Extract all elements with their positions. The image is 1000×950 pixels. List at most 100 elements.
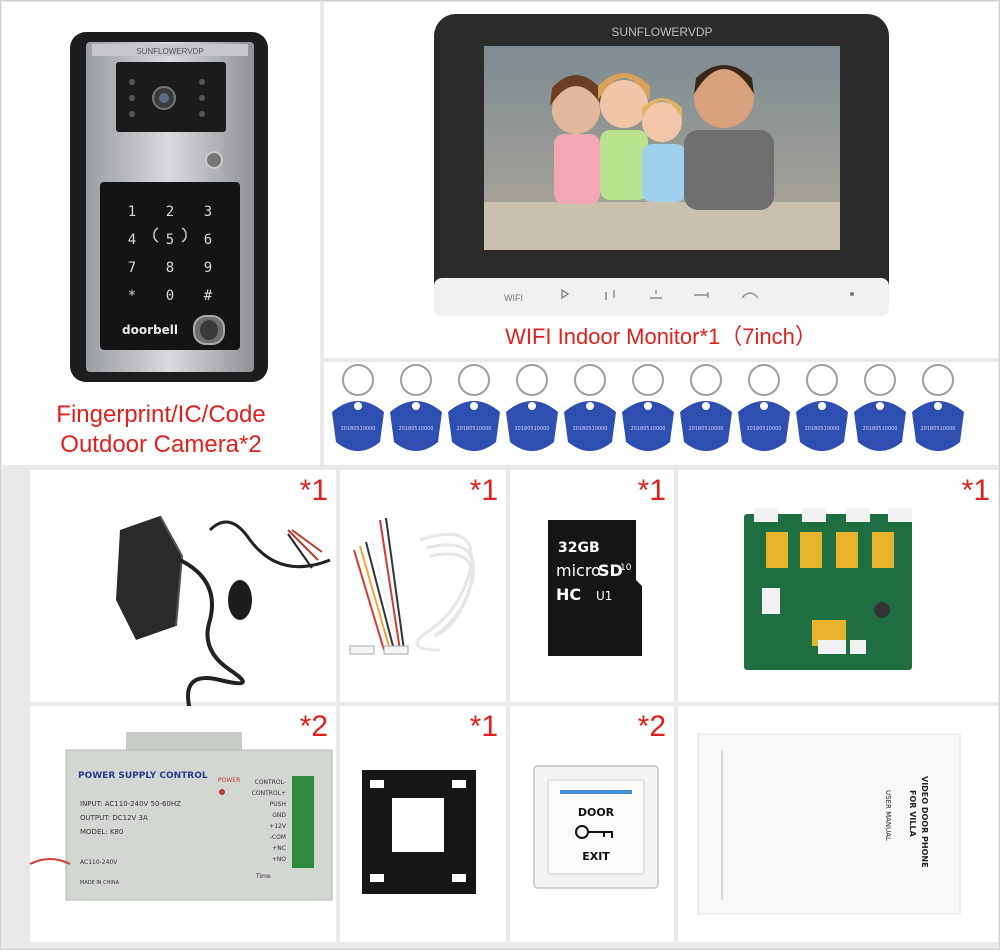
relay-board-cell: *1 bbox=[678, 470, 998, 702]
exit-button-image: DOOR EXIT bbox=[533, 765, 659, 889]
psu-terminal-label: -COM bbox=[270, 834, 286, 841]
sd-micro-label: micro bbox=[556, 561, 601, 580]
power-adapter-image bbox=[116, 515, 331, 711]
rfid-tag-text: 20180510000 bbox=[747, 426, 782, 432]
keypad bbox=[100, 182, 240, 350]
doorbell-logo: doorbell bbox=[122, 323, 178, 337]
camera-brand: SUNFLOWERVDP bbox=[136, 47, 203, 56]
rfid-tag-text: 20180510000 bbox=[341, 426, 376, 432]
bracket-cell: *1 bbox=[340, 706, 506, 942]
key-1: 1 bbox=[128, 204, 136, 220]
psu-terminal-label: GND bbox=[272, 812, 286, 819]
key-9: 9 bbox=[204, 260, 212, 276]
rfid-tag-text: 20180510000 bbox=[515, 426, 550, 432]
sd-hc-logo: HC bbox=[556, 585, 581, 604]
power-supply-multiplier: *2 bbox=[299, 710, 328, 743]
rfid-tag: 20180510000 bbox=[390, 364, 442, 451]
key-0: 0 bbox=[166, 288, 174, 304]
psu-made-in: MADE IN CHINA bbox=[80, 880, 120, 886]
cables-multiplier: *1 bbox=[469, 474, 498, 507]
rfid-tags-image: 20180510000 20180510000 20180510000 2018051… bbox=[332, 364, 964, 451]
micro-sd-card-image: 32GB micro SD HC U1 10 bbox=[548, 520, 642, 656]
sd-logo: SD bbox=[598, 561, 623, 580]
rfid-tag-text: 20180510000 bbox=[573, 426, 608, 432]
adapter-cell: *1 bbox=[30, 470, 336, 711]
manual-cell: VIDEO DOOR PHONE FOR VILLA USER MANUAL bbox=[678, 706, 998, 942]
bracket-multiplier: *1 bbox=[469, 710, 498, 743]
call-button bbox=[205, 151, 223, 169]
power-supply-cell: *2 POWER SUPPLY CONTROL POWER INPUT: AC1… bbox=[29, 706, 336, 942]
key-7: 7 bbox=[128, 260, 136, 276]
relay-board-multiplier: *1 bbox=[961, 474, 990, 507]
outdoor-camera-cell: SUNFLOWERVDP 1 2 3 4 5 6 7 8 9 * 0 # doo… bbox=[2, 2, 320, 465]
rfid-tag: 20180510000 bbox=[448, 364, 500, 451]
rfid-tag: 20180510000 bbox=[332, 364, 384, 451]
power-led bbox=[850, 292, 854, 296]
sd-card-multiplier: *1 bbox=[637, 474, 666, 507]
psu-terminal-label: +NO bbox=[272, 856, 287, 863]
sd-class-label: 10 bbox=[620, 563, 632, 573]
wifi-label: WIFI bbox=[504, 293, 523, 303]
ringtone-icon bbox=[605, 290, 615, 300]
psu-time-label: Time bbox=[255, 873, 271, 880]
rfid-tag: 20180510000 bbox=[912, 364, 964, 451]
manual-title-line1: VIDEO DOOR PHONE bbox=[920, 776, 929, 868]
monitor-cell: SUNFLOWERVDP WIFI WIFI Indoor Monitor*1（… bbox=[324, 2, 998, 358]
exit-button-top-text: DOOR bbox=[578, 806, 615, 819]
psu-terminal-label: +NC bbox=[272, 845, 286, 852]
rfid-tag: 20180510000 bbox=[506, 364, 558, 451]
rfid-tag-text: 20180510000 bbox=[863, 426, 898, 432]
monitor-brand: SUNFLOWERVDP bbox=[611, 25, 712, 39]
psu-output: OUTPUT: DC12V 3A bbox=[80, 814, 148, 822]
psu-power-led-label: POWER bbox=[218, 777, 240, 784]
rfid-tag: 20180510000 bbox=[622, 364, 674, 451]
psu-input: INPUT: AC110-240V 50-60HZ bbox=[80, 800, 181, 808]
psu-model: MODEL: K80 bbox=[80, 828, 123, 836]
key-icon bbox=[575, 825, 613, 839]
family-photo bbox=[484, 65, 840, 250]
rfid-symbol-icon bbox=[153, 227, 187, 243]
handset-icon bbox=[741, 292, 759, 299]
key-3: 3 bbox=[204, 204, 212, 220]
outdoor-camera-image: SUNFLOWERVDP 1 2 3 4 5 6 7 8 9 * 0 # doo… bbox=[70, 32, 268, 382]
mute-icon bbox=[561, 288, 570, 300]
key-star: * bbox=[128, 288, 136, 304]
sd-uhs-label: U1 bbox=[596, 589, 612, 603]
rfid-tag-text: 20180510000 bbox=[805, 426, 840, 432]
sd-card-cell: *1 32GB micro SD HC U1 10 bbox=[510, 470, 674, 702]
relay-board-image bbox=[744, 508, 912, 670]
rfid-tag-text: 20180510000 bbox=[689, 426, 724, 432]
rfid-tag-text: 20180510000 bbox=[457, 426, 492, 432]
key-hash: # bbox=[204, 288, 213, 304]
manual-subtitle: USER MANUAL bbox=[884, 790, 892, 841]
psu-terminal-label: CONTROL+ bbox=[252, 790, 286, 797]
power-supply-image: POWER SUPPLY CONTROL POWER INPUT: AC110-… bbox=[29, 732, 333, 901]
exit-button-multiplier: *2 bbox=[637, 710, 666, 743]
unlock-icon bbox=[650, 290, 662, 299]
psu-ac-label: AC110-240V bbox=[80, 859, 118, 866]
key-icon bbox=[694, 292, 709, 298]
key-2: 2 bbox=[166, 204, 174, 220]
exit-button-cell: *2 DOOR EXIT bbox=[510, 706, 674, 942]
cables-image bbox=[349, 517, 475, 655]
rfid-tag: 20180510000 bbox=[854, 364, 906, 451]
key-4: 4 bbox=[128, 232, 136, 248]
rfid-tag: 20180510000 bbox=[738, 364, 790, 451]
rfid-tag: 20180510000 bbox=[796, 364, 848, 451]
cables-cell: *1 bbox=[340, 470, 506, 702]
camera-caption-line2: Outdoor Camera*2 bbox=[60, 431, 262, 458]
rfid-tag-text: 20180510000 bbox=[631, 426, 666, 432]
key-8: 8 bbox=[166, 260, 174, 276]
indoor-monitor-image: SUNFLOWERVDP WIFI bbox=[434, 14, 889, 316]
mounting-bracket-image bbox=[362, 770, 476, 894]
exit-button-bottom-text: EXIT bbox=[582, 850, 610, 863]
adapter-multiplier: *1 bbox=[299, 474, 328, 507]
psu-terminal-label: PUSH bbox=[270, 801, 286, 808]
psu-power-led bbox=[219, 789, 225, 795]
manual-title-line2: FOR VILLA bbox=[908, 790, 917, 838]
psu-terminal-block bbox=[292, 776, 314, 868]
user-manual-image: VIDEO DOOR PHONE FOR VILLA USER MANUAL bbox=[697, 733, 961, 915]
rfid-tags-cell: 20180510000 20180510000 20180510000 2018051… bbox=[324, 362, 998, 465]
sd-capacity: 32GB bbox=[558, 540, 600, 556]
psu-terminal-label: CONTROL- bbox=[255, 779, 286, 786]
